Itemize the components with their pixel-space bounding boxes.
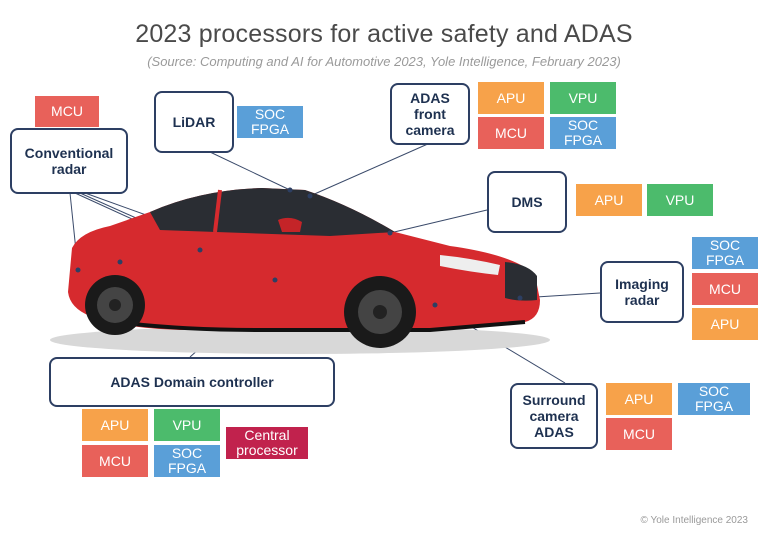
surround-camera-adas-tag-mcu: MCU (606, 418, 672, 450)
imaging-radar-tag-soc-fpga: SOC FPGA (692, 237, 758, 269)
adas-domain-controller-tag-central-processor: Central processor (226, 427, 308, 459)
adas-domain-controller-tag-soc-fpga: SOC FPGA (154, 445, 220, 477)
surround-camera-adas-box: Surround camera ADAS (510, 383, 598, 449)
surround-camera-adas-tag-apu: APU (606, 383, 672, 415)
conventional-radar-tag-mcu: MCU (35, 96, 99, 127)
adas-front-camera-box: ADAS front camera (390, 83, 470, 145)
dms-box: DMS (487, 171, 567, 233)
dms-tag-vpu: VPU (647, 184, 713, 216)
sensor-dots (75, 187, 523, 308)
adas-domain-controller-tag-mcu: MCU (82, 445, 148, 477)
lidar-box: LiDAR (154, 91, 234, 153)
conventional-radar-box: Conventional radar (10, 128, 128, 194)
page-subtitle: (Source: Computing and AI for Automotive… (147, 54, 621, 69)
adas-front-camera-tag-soc-fpga: SOC FPGA (550, 117, 616, 149)
adas-domain-controller-box: ADAS Domain controller (49, 357, 335, 407)
copyright-notice: © Yole Intelligence 2023 (640, 515, 748, 526)
page-title: 2023 processors for active safety and AD… (135, 20, 633, 48)
adas-front-camera-tag-apu: APU (478, 82, 544, 114)
imaging-radar-tag-mcu: MCU (692, 273, 758, 305)
car-illustration (50, 188, 550, 354)
surround-camera-adas-tag-soc-fpga: SOC FPGA (678, 383, 750, 415)
imaging-radar-box: Imaging radar (600, 261, 684, 323)
dms-tag-apu: APU (576, 184, 642, 216)
adas-front-camera-tag-vpu: VPU (550, 82, 616, 114)
imaging-radar-tag-apu: APU (692, 308, 758, 340)
adas-domain-controller-tag-vpu: VPU (154, 409, 220, 441)
adas-domain-controller-tag-apu: APU (82, 409, 148, 441)
adas-front-camera-tag-mcu: MCU (478, 117, 544, 149)
lidar-tag-soc-fpga: SOC FPGA (237, 106, 303, 138)
